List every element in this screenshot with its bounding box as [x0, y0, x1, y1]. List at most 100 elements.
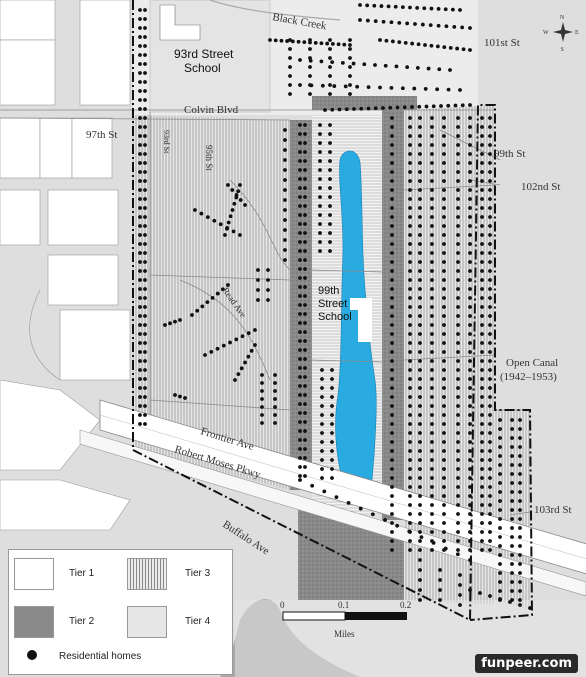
residential-home-dot: [256, 298, 260, 302]
residential-home-dot: [442, 215, 446, 219]
residential-home-dot: [442, 260, 446, 264]
residential-home-dot: [488, 125, 492, 129]
residential-home-dot: [408, 305, 412, 309]
residential-home-dot: [510, 490, 514, 494]
residential-home-dot: [430, 458, 434, 462]
residential-home-dot: [408, 152, 412, 156]
residential-home-dot: [510, 571, 514, 575]
residential-home-dot: [308, 83, 312, 87]
residential-home-dot: [283, 258, 287, 262]
residential-home-dot: [400, 86, 405, 91]
legend-label-tier3: Tier 3: [185, 568, 211, 579]
residential-home-dot: [480, 350, 484, 354]
residential-home-dot: [143, 179, 147, 183]
residential-home-dot: [298, 177, 302, 181]
residential-home-dot: [456, 242, 460, 246]
residential-home-dot: [442, 485, 446, 489]
residential-home-dot: [456, 467, 460, 471]
residential-home-dot: [456, 449, 460, 453]
residential-home-dot: [390, 125, 394, 129]
residential-home-dot: [138, 125, 142, 129]
residential-home-dot: [288, 56, 292, 60]
residential-home-dot: [480, 476, 484, 480]
residential-home-dot: [480, 485, 484, 489]
residential-home-dot: [390, 458, 394, 462]
residential-home-dot: [143, 62, 147, 66]
residential-home-dot: [498, 499, 502, 503]
residential-home-dot: [224, 226, 229, 231]
residential-home-dot: [442, 314, 446, 318]
residential-home-dot: [283, 198, 287, 202]
residential-home-dot: [298, 456, 302, 460]
residential-home-dot: [488, 440, 492, 444]
residential-home-dot: [468, 233, 472, 237]
residential-home-dot: [138, 350, 142, 354]
residential-home-dot: [480, 494, 484, 498]
residential-home-dot: [460, 103, 465, 108]
residential-home-dot: [456, 305, 460, 309]
residential-home-dot: [430, 530, 434, 534]
residential-home-dot: [456, 548, 460, 552]
residential-home-dot: [373, 19, 378, 24]
residential-home-dot: [488, 548, 492, 552]
residential-home-dot: [340, 60, 345, 65]
residential-home-dot: [393, 4, 398, 9]
residential-home-dot: [468, 476, 472, 480]
residential-home-dot: [143, 404, 147, 408]
residential-home-dot: [442, 242, 446, 246]
residential-home-dot: [418, 269, 422, 273]
residential-home-dot: [348, 38, 352, 42]
residential-home-dot: [480, 548, 484, 552]
residential-home-dot: [298, 420, 302, 424]
residential-home-dot: [320, 413, 324, 417]
residential-home-dot: [390, 116, 394, 120]
residential-home-dot: [413, 22, 417, 26]
residential-home-dot: [318, 141, 322, 145]
residential-home-dot: [430, 260, 434, 264]
residential-home-dot: [498, 562, 502, 566]
residential-home-dot: [488, 449, 492, 453]
residential-home-dot: [480, 314, 484, 318]
residential-home-dot: [424, 104, 429, 109]
residential-home-dot: [480, 539, 484, 543]
residential-home-dot: [408, 341, 412, 345]
residential-home-dot: [355, 84, 360, 89]
residential-home-dot: [488, 521, 492, 525]
residential-home-dot: [430, 143, 434, 147]
residential-home-dot: [430, 134, 434, 138]
residential-home-dot: [328, 83, 332, 87]
residential-home-dot: [405, 65, 410, 70]
residential-home-dot: [468, 197, 472, 201]
residential-home-dot: [143, 395, 147, 399]
residential-home-dot: [418, 251, 422, 255]
residential-home-dot: [138, 53, 142, 57]
residential-home-dot: [163, 323, 167, 327]
residential-home-dot: [488, 512, 492, 516]
residential-home-dot: [518, 463, 522, 467]
residential-home-dot: [298, 213, 302, 217]
residential-home-dot: [468, 323, 472, 327]
residential-home-dot: [408, 449, 412, 453]
residential-home-dot: [456, 503, 460, 507]
residential-home-dot: [430, 233, 434, 237]
residential-home-dot: [138, 206, 142, 210]
residential-home-dot: [456, 143, 460, 147]
residential-home-dot: [442, 350, 446, 354]
residential-home-dot: [298, 141, 302, 145]
residential-home-dot: [488, 224, 492, 228]
residential-home-dot: [480, 395, 484, 399]
residential-home-dot: [403, 40, 408, 45]
residential-home-dot: [415, 65, 420, 70]
residential-home-dot: [303, 411, 307, 415]
residential-home-dot: [480, 179, 484, 183]
residential-home-dot: [510, 580, 514, 584]
residential-home-dot: [438, 568, 442, 572]
residential-home-dot: [268, 38, 272, 42]
residential-home-dot: [138, 368, 142, 372]
residential-home-dot: [408, 269, 412, 273]
residential-home-dot: [298, 195, 302, 199]
residential-home-dot: [430, 224, 434, 228]
school-93rd-label-line1: 93rd Street: [174, 47, 234, 61]
school-99th-label-line1: 99th: [318, 285, 339, 297]
residential-home-dot: [488, 161, 492, 165]
